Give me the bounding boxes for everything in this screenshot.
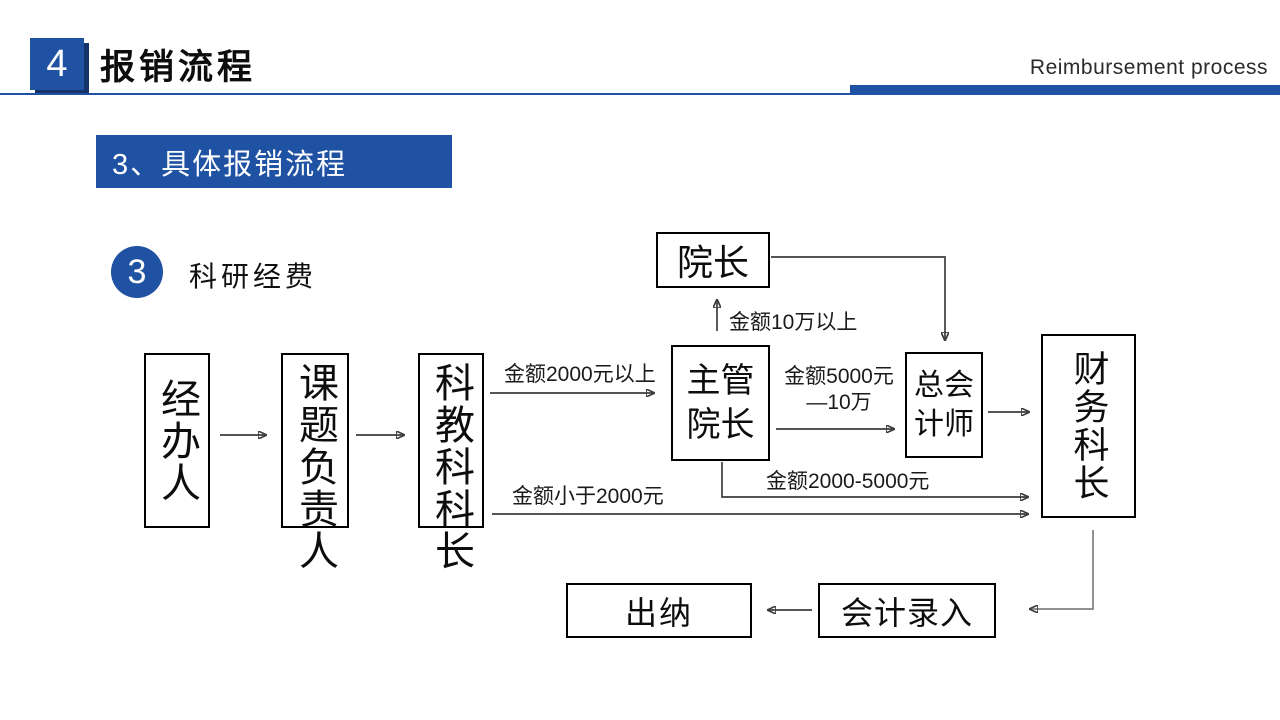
node-keti-fuzeren-label: 课题负责人 bbox=[293, 362, 337, 572]
edge-label-under-2000: 金额小于2000元 bbox=[512, 485, 664, 508]
node-zhuguan-yuanzhang: 主管院长 bbox=[671, 345, 770, 461]
node-chuna-label: 出纳 bbox=[624, 594, 693, 631]
node-zonghuijishi: 总会计师 bbox=[905, 352, 983, 458]
section-title-banner: 3、具体报销流程 bbox=[96, 135, 452, 188]
item-label: 科研经费 bbox=[189, 261, 318, 292]
node-caiwu-kezhang: 财务科长 bbox=[1041, 334, 1136, 518]
page-subtitle-english: Reimbursement process bbox=[1029, 56, 1268, 79]
edge-label-5000-to-100k: 金额5000元—10万 bbox=[784, 365, 894, 415]
node-yuanzhang: 院长 bbox=[656, 232, 770, 288]
node-jingbanren: 经办人 bbox=[144, 353, 210, 528]
node-yuanzhang-label: 院长 bbox=[676, 242, 749, 283]
page-number-badge: 4 bbox=[30, 38, 84, 90]
header-divider-line bbox=[0, 93, 1280, 95]
node-kuaiji-luru: 会计录入 bbox=[818, 583, 996, 638]
edge-label-2000-to-5000: 金额2000-5000元 bbox=[766, 470, 930, 493]
page-title: 报销流程 bbox=[100, 48, 257, 87]
header-accent-bar bbox=[850, 85, 1280, 94]
edge-label-over-2000: 金额2000元以上 bbox=[504, 363, 656, 386]
node-kejiaoke-kezhang-label: 科教科科长 bbox=[429, 362, 473, 572]
node-chuna: 出纳 bbox=[566, 583, 752, 638]
node-kuaiji-luru-label: 会计录入 bbox=[840, 594, 973, 631]
node-kejiaoke-kezhang: 科教科科长 bbox=[418, 353, 484, 572]
node-zonghuijishi-label: 总会计师 bbox=[914, 369, 974, 441]
node-keti-fuzeren: 课题负责人 bbox=[281, 353, 349, 572]
edge-caiwu-to-kuaijiluru bbox=[1030, 530, 1094, 609]
node-jingbanren-label: 经办人 bbox=[155, 377, 199, 504]
node-zhuguan-yuanzhang-label: 主管院长 bbox=[686, 361, 755, 444]
item-number-circle: 3 bbox=[111, 246, 163, 298]
node-caiwu-kezhang-label: 财务科长 bbox=[1068, 350, 1110, 502]
edge-label-over-100k: 金额10万以上 bbox=[729, 311, 858, 334]
